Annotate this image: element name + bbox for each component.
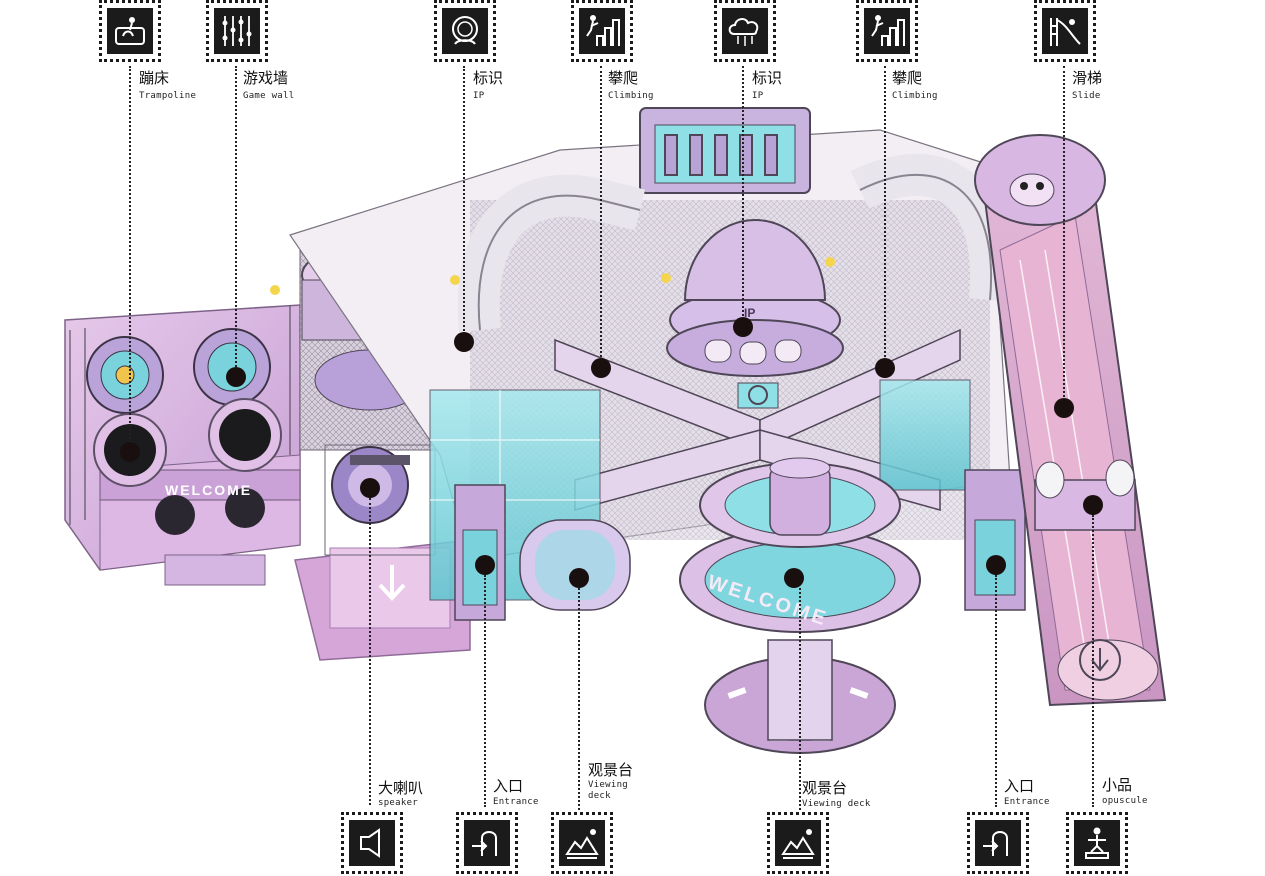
callout-dot (475, 555, 495, 575)
callout-dot (1083, 495, 1103, 515)
callout-label-en: speaker (378, 798, 419, 808)
callout-label-en: Climbing (608, 91, 654, 101)
callout-icon-box (551, 812, 613, 874)
leader-line (235, 66, 237, 374)
callout-label-cn: 攀爬 (892, 69, 923, 87)
leader-line (799, 588, 801, 810)
callout-label-cn: 大喇叭 (378, 779, 424, 797)
callout-dot (120, 442, 140, 462)
callout-label-cn: 入口 (1004, 777, 1035, 795)
leader-line (995, 575, 997, 807)
leader-line (463, 66, 465, 339)
callout-dot (454, 332, 474, 352)
callout-label-en: Entrance (493, 797, 539, 807)
leader-line (484, 575, 486, 807)
callout-dot (569, 568, 589, 588)
callout-dot (1054, 398, 1074, 418)
callout-label-en: Climbing (892, 91, 938, 101)
callout-icon-box (434, 0, 496, 62)
callout-icon-box (714, 0, 776, 62)
callout-dot (226, 367, 246, 387)
callout-dot (875, 358, 895, 378)
callout-label-cn: 游戏墙 (243, 69, 289, 87)
callout-icon-box (206, 0, 268, 62)
leader-line (884, 66, 886, 365)
slide-icon (1050, 18, 1081, 46)
welcome-sign: WELCOME (165, 482, 253, 498)
callout-icon-box (967, 812, 1029, 874)
callout-dot (986, 555, 1006, 575)
callout-dot (733, 317, 753, 337)
callout-dot (784, 568, 804, 588)
viewing-deck-icon (781, 829, 815, 859)
opuscule-icon (1085, 827, 1109, 859)
entrance-icon (472, 831, 497, 856)
callout-icon-box (1066, 812, 1128, 874)
callout-label-en: IP (752, 91, 764, 101)
callout-label-cn: 攀爬 (608, 69, 639, 87)
callout-label-en: Game wall (243, 91, 295, 101)
ip-cloud-icon (728, 18, 759, 46)
callout-label-en: opuscule (1102, 796, 1148, 806)
callout-label-en: Entrance (1004, 797, 1050, 807)
climbing-icon (871, 15, 905, 46)
callout-label-cn: 滑梯 (1072, 69, 1103, 87)
speaker-icon (360, 828, 380, 858)
callout-icon-box (99, 0, 161, 62)
callout-icon-box (571, 0, 633, 62)
game-wall-icon (222, 16, 252, 46)
climbing-icon (586, 15, 620, 46)
callout-icon-box (456, 812, 518, 874)
callout-label-en: Slide (1072, 91, 1101, 101)
ip-face-icon (452, 16, 478, 45)
callout-label-cn: 标识 (473, 69, 504, 87)
callout-label-en: Trampoline (139, 91, 197, 101)
trampoline-icon (115, 17, 145, 45)
leader-line (1063, 66, 1065, 405)
callout-icon-box (341, 812, 403, 874)
callout-label-cn: 观景台 (802, 779, 848, 797)
leader-line (600, 66, 602, 365)
leader-line (578, 588, 580, 810)
leader-line (1092, 515, 1094, 807)
entrance-icon (983, 831, 1008, 856)
leader-line (742, 66, 744, 324)
callout-label-cn: 入口 (493, 777, 524, 795)
callout-label-cn: 小品 (1102, 776, 1133, 794)
callout-label-cn: 观景台 (588, 761, 634, 779)
leader-line (129, 66, 131, 450)
leader-line (369, 498, 371, 805)
callout-label-en: IP (473, 91, 485, 101)
callout-dot (591, 358, 611, 378)
callout-icon-box (856, 0, 918, 62)
callout-dot (360, 478, 380, 498)
callout-label-en: Viewing deck (802, 799, 871, 809)
callout-label-cn: 蹦床 (139, 69, 170, 87)
callout-label-en: Viewing deck (588, 780, 629, 801)
viewing-deck-icon (565, 829, 599, 859)
callout-icon-box (767, 812, 829, 874)
callout-icon-box (1034, 0, 1096, 62)
ip-badge: IP (744, 306, 756, 320)
callout-label-cn: 标识 (752, 69, 783, 87)
